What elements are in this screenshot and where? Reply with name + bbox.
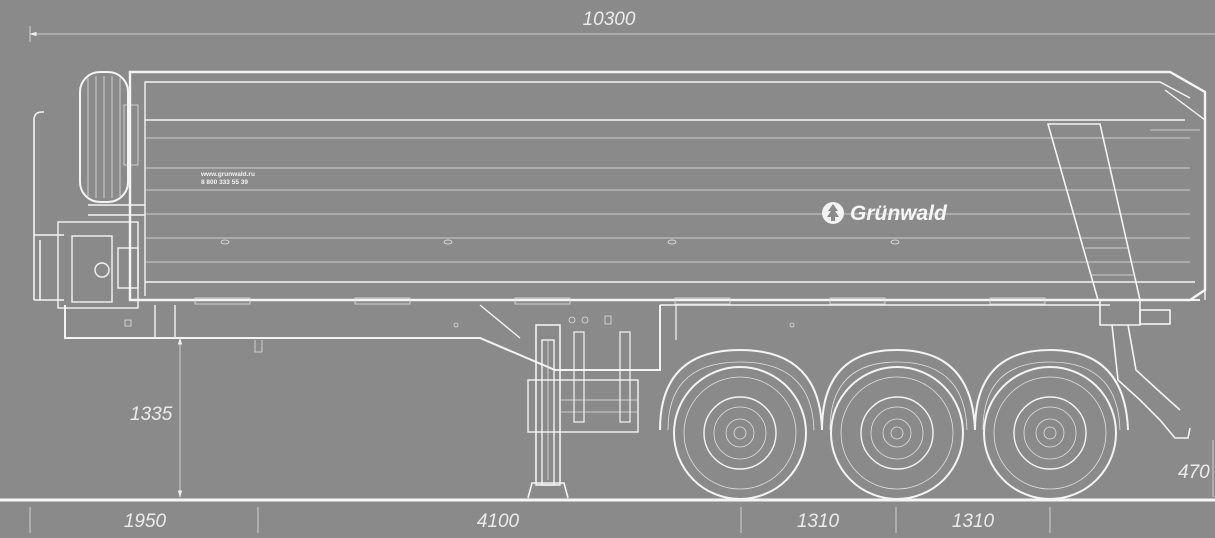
- wheel-1: [673, 366, 807, 500]
- rear-underrun: [1099, 300, 1191, 439]
- frame-height-dimension: 1335: [130, 337, 183, 498]
- phone-text: 8 800 333 55 39: [201, 179, 248, 186]
- rear-height-dimension: 470: [1178, 440, 1214, 497]
- rear-height-label: 470: [1178, 462, 1210, 483]
- overall-length-dimension: 10300: [29, 9, 1215, 42]
- axle-group: [659, 348, 1129, 500]
- wheel-2: [830, 366, 964, 500]
- kingpin-to-axle-label: 4100: [477, 511, 520, 532]
- front-coupling-area: [57, 204, 145, 309]
- landing-gear: [527, 315, 639, 499]
- dump-body: [128, 70, 1207, 305]
- chassis-frame: [64, 304, 1110, 371]
- website-text: www.grunwald.ru: [200, 171, 255, 178]
- front-overhang-label: 1950: [124, 511, 167, 532]
- wheel-3: [983, 366, 1117, 500]
- axle-spacing-2-label: 1310: [952, 511, 995, 532]
- front-ladder: [33, 111, 64, 301]
- bottom-dimensions: 1950 4100 1310 1310: [29, 507, 1051, 533]
- fir-tree-logo-icon: [822, 202, 844, 224]
- axle-spacing-1-label: 1310: [797, 511, 840, 532]
- brand-name: Grünwald: [850, 202, 948, 225]
- overall-length-label: 10300: [583, 9, 636, 30]
- frame-height-label: 1335: [130, 404, 173, 425]
